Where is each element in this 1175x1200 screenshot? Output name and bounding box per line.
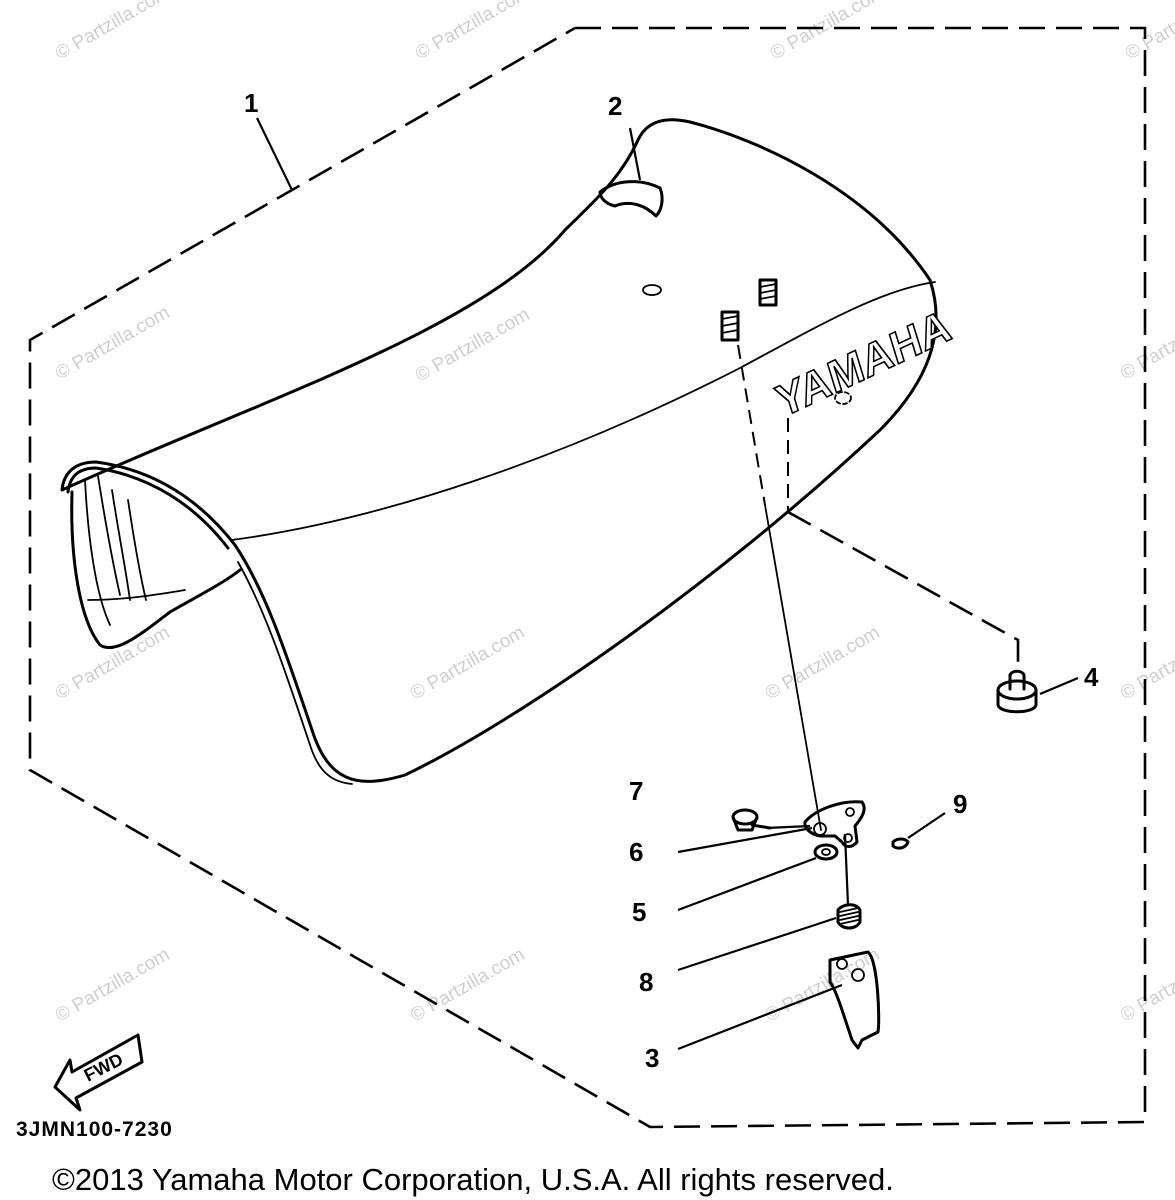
assembly-lines [737, 344, 1020, 906]
watermark: © Partzilla.com [407, 622, 528, 704]
leader-lines [256, 117, 1079, 1051]
callout-2: 2 [608, 91, 622, 121]
watermark: © Partzilla.com [52, 944, 173, 1026]
bolt-part-7 [731, 808, 772, 832]
callout-1: 1 [244, 88, 258, 118]
watermark: © Partzilla.com [407, 944, 528, 1026]
callout-5: 5 [632, 897, 646, 927]
watermark: © Partzilla.com [762, 622, 883, 704]
watermark: © Partzilla.com [52, 302, 173, 384]
spring-part-8 [836, 903, 862, 930]
watermark-layer: © Partzilla.com © Partzilla.com © Partzi… [52, 0, 1175, 1026]
watermark: © Partzilla.com [767, 0, 888, 64]
hardware-parts [731, 669, 1038, 1050]
assembly-boundary [28, 26, 1147, 1129]
damper-part-4 [996, 669, 1038, 714]
watermark: © Partzilla.com [52, 0, 173, 64]
forward-arrow-icon: FWD [53, 1033, 144, 1112]
watermark: © Partzilla.com [412, 304, 533, 386]
watermark: © Partzilla.com [52, 622, 173, 704]
callout-9: 9 [953, 789, 967, 819]
watermark: © Partzilla.com [412, 0, 533, 64]
callout-4: 4 [1084, 662, 1099, 692]
watermark: © Partzilla.com [1122, 0, 1175, 64]
callout-3: 3 [645, 1043, 659, 1073]
latch-bracket [803, 800, 866, 848]
seat-assembly: YAMAHA [60, 118, 957, 785]
plate-part-3 [828, 950, 881, 1050]
nut-part-6 [813, 843, 839, 861]
copyright-notice: ©2013 Yamaha Motor Corporation, U.S.A. A… [52, 1162, 894, 1197]
callouts: 1 2 3 4 5 6 7 8 9 [244, 88, 1099, 1073]
diagram-code: 3JMN100-7230 [16, 1118, 173, 1141]
callout-8: 8 [639, 967, 653, 997]
clip-part-9 [891, 837, 910, 850]
callout-7: 7 [629, 776, 643, 806]
callout-6: 6 [629, 837, 643, 867]
watermark: © Partzilla.com [762, 944, 883, 1026]
seat-logo: YAMAHA [771, 301, 957, 428]
